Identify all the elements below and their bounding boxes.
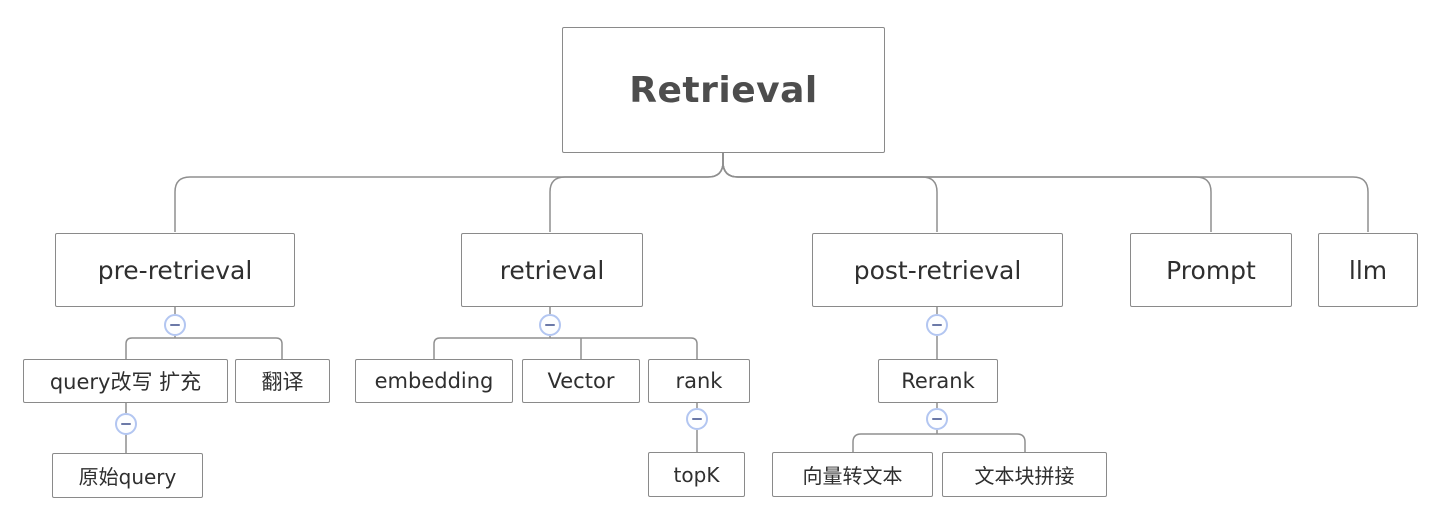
node-translate[interactable]: 翻译 bbox=[235, 359, 330, 403]
minus-icon bbox=[932, 323, 942, 327]
node-retrieval[interactable]: retrieval bbox=[461, 233, 643, 307]
node-vector-to-text[interactable]: 向量转文本 bbox=[772, 452, 933, 497]
node-query-rewrite-expand[interactable]: query改写 扩充 bbox=[23, 359, 228, 403]
node-rerank[interactable]: Rerank bbox=[878, 359, 998, 403]
collapse-button-query-rewrite[interactable] bbox=[115, 413, 137, 435]
node-text-block-concat[interactable]: 文本块拼接 bbox=[942, 452, 1107, 497]
node-topk[interactable]: topK bbox=[648, 452, 745, 497]
node-original-query[interactable]: 原始query bbox=[52, 453, 203, 498]
minus-icon bbox=[170, 323, 180, 327]
collapse-button-rerank[interactable] bbox=[926, 408, 948, 430]
minus-icon bbox=[121, 422, 131, 426]
node-root-retrieval[interactable]: Retrieval bbox=[562, 27, 885, 153]
collapse-button-pre-retrieval[interactable] bbox=[164, 314, 186, 336]
node-pre-retrieval[interactable]: pre-retrieval bbox=[55, 233, 295, 307]
node-post-retrieval[interactable]: post-retrieval bbox=[812, 233, 1063, 307]
minus-icon bbox=[932, 417, 942, 421]
node-rank[interactable]: rank bbox=[648, 359, 750, 403]
node-llm[interactable]: llm bbox=[1318, 233, 1418, 307]
collapse-button-retrieval[interactable] bbox=[539, 314, 561, 336]
node-vector[interactable]: Vector bbox=[522, 359, 640, 403]
node-embedding[interactable]: embedding bbox=[355, 359, 513, 403]
node-prompt[interactable]: Prompt bbox=[1130, 233, 1292, 307]
minus-icon bbox=[545, 323, 555, 327]
collapse-button-post-retrieval[interactable] bbox=[926, 314, 948, 336]
minus-icon bbox=[692, 417, 702, 421]
collapse-button-rank[interactable] bbox=[686, 408, 708, 430]
